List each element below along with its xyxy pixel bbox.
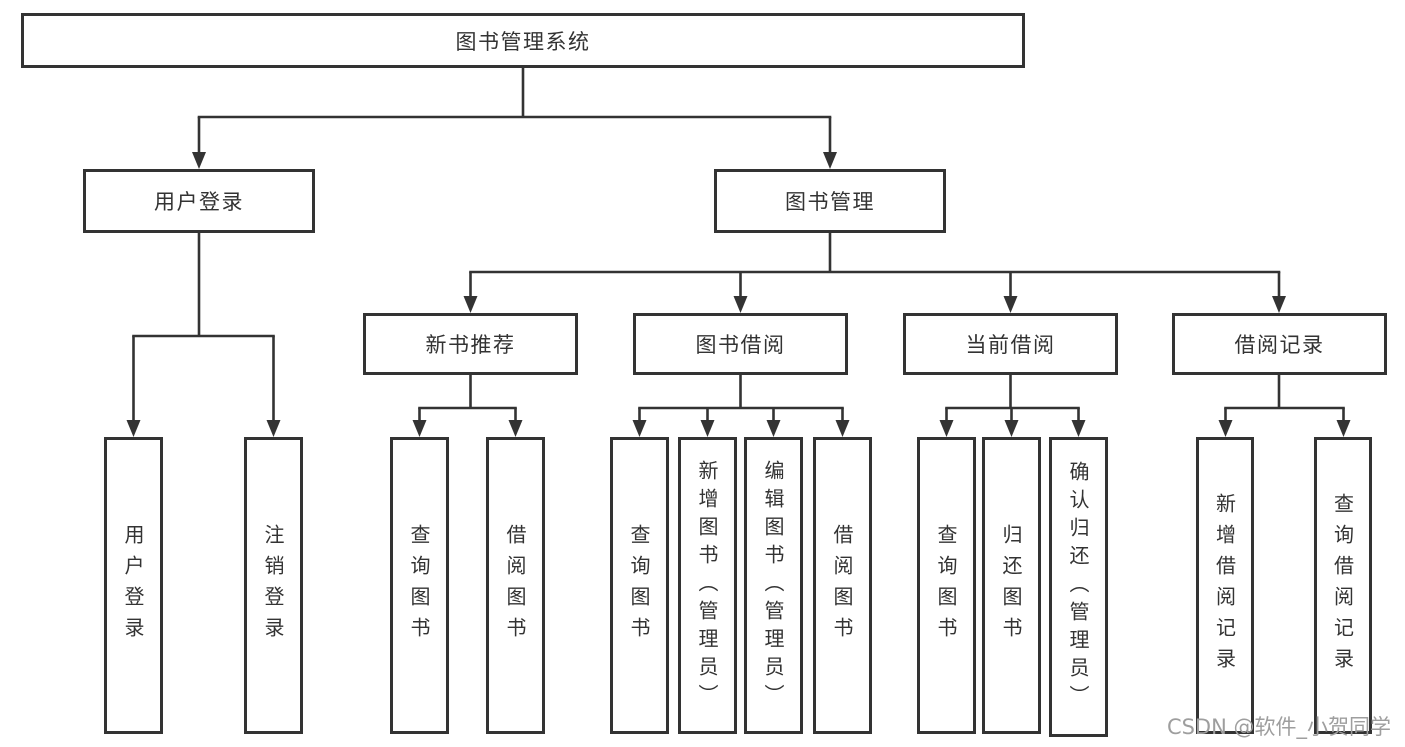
connector-new-book-recommend-to-leaves bbox=[412, 375, 523, 437]
leaf-logout: 注销登录 bbox=[244, 437, 303, 734]
leaf-add-borrow-record-label: 新增借阅记录 bbox=[1212, 492, 1237, 679]
node-new-book-recommend-label: 新书推荐 bbox=[425, 333, 516, 357]
node-book-management: 图书管理 bbox=[714, 169, 946, 233]
leaf-user-login: 用户登录 bbox=[104, 437, 163, 734]
node-book-borrow: 图书借阅 bbox=[633, 313, 848, 375]
leaf-borrow-book-borrow-label: 借阅图书 bbox=[830, 523, 854, 648]
leaf-logout-label: 注销登录 bbox=[261, 523, 285, 648]
leaf-query-book-recommend-label: 查询图书 bbox=[407, 523, 431, 648]
node-borrow-records: 借阅记录 bbox=[1172, 313, 1387, 375]
leaf-borrow-book-recommend: 借阅图书 bbox=[486, 437, 545, 734]
node-book-management-label: 图书管理 bbox=[785, 190, 875, 214]
leaf-add-book-admin: 新增图书（管理员） bbox=[678, 437, 737, 734]
connector-borrow-records-to-leaves bbox=[1218, 375, 1351, 437]
node-current-borrow: 当前借阅 bbox=[903, 313, 1118, 375]
node-current-borrow-label: 当前借阅 bbox=[965, 333, 1056, 357]
leaf-edit-book-admin-label: 编辑图书（管理员） bbox=[761, 459, 785, 712]
node-root: 图书管理系统 bbox=[21, 13, 1025, 68]
leaf-query-book-recommend: 查询图书 bbox=[390, 437, 449, 734]
connector-root-to-level2 bbox=[192, 68, 837, 169]
leaf-add-book-admin-label: 新增图书（管理员） bbox=[695, 459, 719, 712]
leaf-query-book-current: 查询图书 bbox=[917, 437, 976, 734]
leaf-return-book: 归还图书 bbox=[982, 437, 1041, 734]
connector-book-borrow-to-leaves bbox=[632, 375, 850, 437]
node-user-login-label: 用户登录 bbox=[154, 190, 244, 214]
connector-current-borrow-to-leaves bbox=[939, 375, 1086, 437]
leaf-return-book-label: 归还图书 bbox=[999, 523, 1023, 648]
leaf-borrow-book-recommend-label: 借阅图书 bbox=[503, 523, 527, 648]
leaf-borrow-book-borrow: 借阅图书 bbox=[813, 437, 872, 734]
leaf-add-borrow-record: 新增借阅记录 bbox=[1196, 437, 1254, 734]
leaf-query-book-borrow-label: 查询图书 bbox=[627, 523, 651, 648]
leaf-edit-book-admin: 编辑图书（管理员） bbox=[744, 437, 803, 734]
leaf-user-login-label: 用户登录 bbox=[121, 523, 145, 648]
leaf-confirm-return-admin: 确认归还（管理员） bbox=[1049, 437, 1108, 737]
leaf-query-borrow-record: 查询借阅记录 bbox=[1314, 437, 1372, 734]
node-root-label: 图书管理系统 bbox=[455, 29, 591, 54]
connector-book-management-to-level3 bbox=[463, 233, 1286, 313]
node-borrow-records-label: 借阅记录 bbox=[1234, 333, 1325, 357]
leaf-confirm-return-admin-label: 确认归还（管理员） bbox=[1066, 461, 1090, 713]
node-new-book-recommend: 新书推荐 bbox=[363, 313, 578, 375]
node-book-borrow-label: 图书借阅 bbox=[695, 333, 786, 357]
leaf-query-book-borrow: 查询图书 bbox=[610, 437, 669, 734]
node-user-login: 用户登录 bbox=[83, 169, 315, 233]
connector-user-login-to-leaves bbox=[126, 233, 281, 437]
leaf-query-borrow-record-label: 查询借阅记录 bbox=[1330, 492, 1355, 679]
watermark: CSDN @软件_小贺同学 bbox=[1166, 715, 1391, 739]
leaf-query-book-current-label: 查询图书 bbox=[934, 523, 958, 648]
